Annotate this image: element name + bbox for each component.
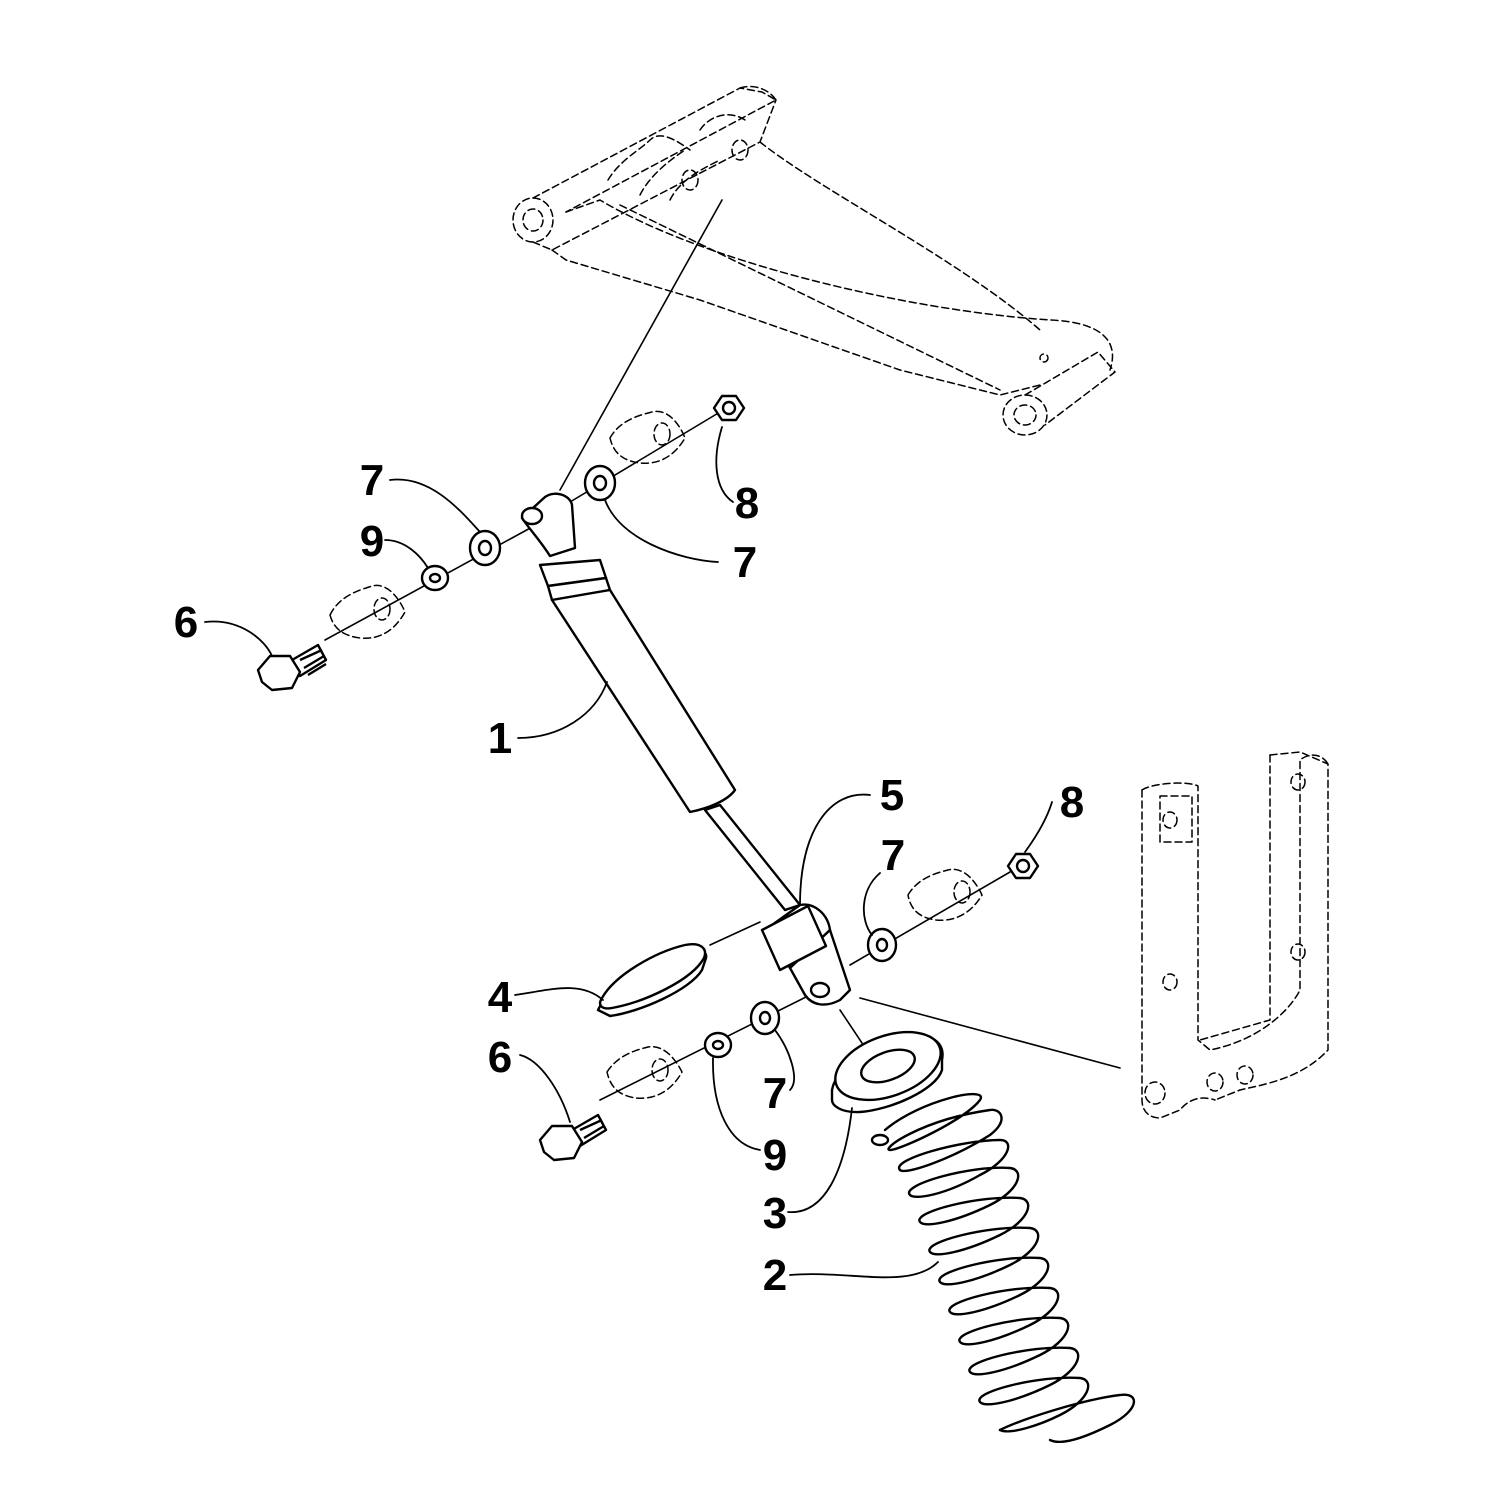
washer-upper-right: [583, 464, 617, 502]
callout-6-lower: 6: [488, 1033, 512, 1082]
callout-9-lower: 9: [763, 1131, 787, 1180]
callout-2: 2: [763, 1251, 787, 1300]
spring-seat-bottom: [830, 1030, 944, 1114]
assembly-lines: [324, 199, 1121, 1101]
callout-8-lower: 8: [1060, 778, 1084, 827]
callout-1: 1: [488, 714, 512, 763]
nut-upper: [712, 394, 746, 422]
callout-7-lower-left: 7: [763, 1069, 787, 1118]
callout-3: 3: [763, 1189, 787, 1238]
a-arm-icon: [512, 85, 1116, 436]
callout-7-upper-right: 7: [733, 538, 757, 587]
callout-6-upper: 6: [174, 598, 198, 647]
mounting-bracket-icon: [1141, 751, 1329, 1119]
washer-lower-right: [866, 927, 898, 963]
nut-lower: [1006, 852, 1040, 880]
callout-4: 4: [488, 973, 513, 1022]
callout-7-upper-left: 7: [360, 456, 384, 505]
spring-seat-top: [596, 943, 708, 1018]
flat-washer-upper: [420, 564, 450, 592]
callout-8-upper: 8: [735, 479, 759, 528]
callout-9-upper: 9: [360, 517, 384, 566]
upper-mount-tabs: [329, 410, 983, 1099]
spring: [870, 1092, 1136, 1444]
leader-lines: [204, 426, 1053, 1279]
callout-labels: 1 2 3 4 5 6 6 7 7 7 7 8 8 9 9: [174, 456, 1084, 1300]
callout-5: 5: [880, 771, 904, 820]
bolt-upper: [256, 643, 328, 692]
flat-washer-lower: [703, 1031, 733, 1059]
washer-upper-left: [468, 529, 502, 567]
washer-lower-left: [749, 1000, 781, 1036]
callout-7-lower-right: 7: [881, 831, 905, 880]
bushing: [760, 904, 828, 972]
bolt-lower: [538, 1113, 608, 1162]
